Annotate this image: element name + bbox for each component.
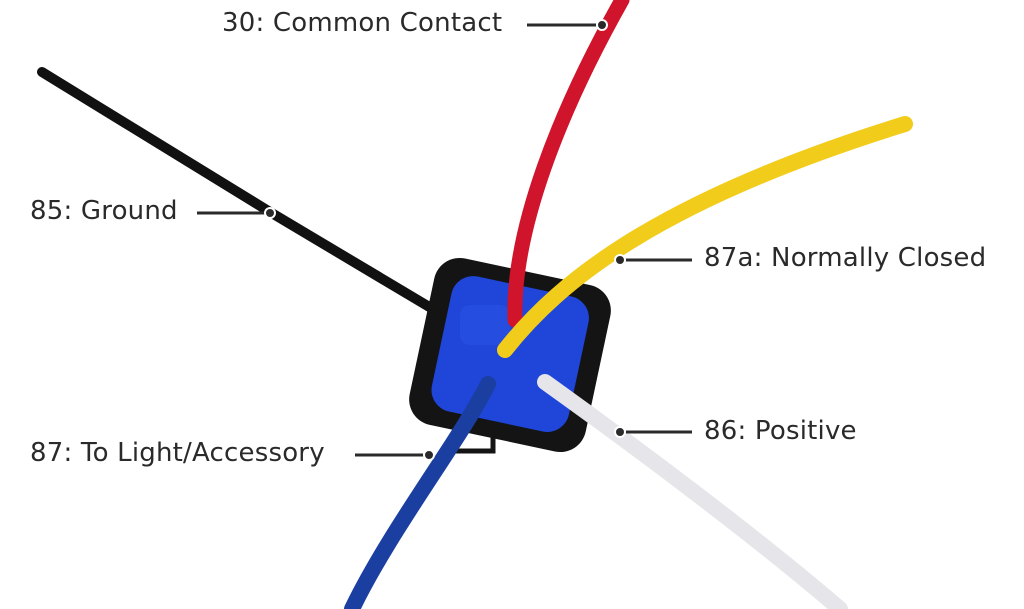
- wire-87-accessory: [344, 376, 496, 609]
- label-87a-normally-closed: 87a: Normally Closed: [704, 243, 987, 273]
- wire-86-positive: [537, 374, 848, 609]
- wire-30-common: [507, 0, 630, 328]
- wire-87a-normally-closed: [497, 116, 913, 358]
- label-87-to-light-accessory: 87: To Light/Accessory: [30, 438, 325, 468]
- label-86-positive: 86: Positive: [704, 416, 857, 446]
- label-85-ground: 85: Ground: [30, 196, 178, 226]
- label-30-common-contact: 30: Common Contact: [222, 8, 503, 38]
